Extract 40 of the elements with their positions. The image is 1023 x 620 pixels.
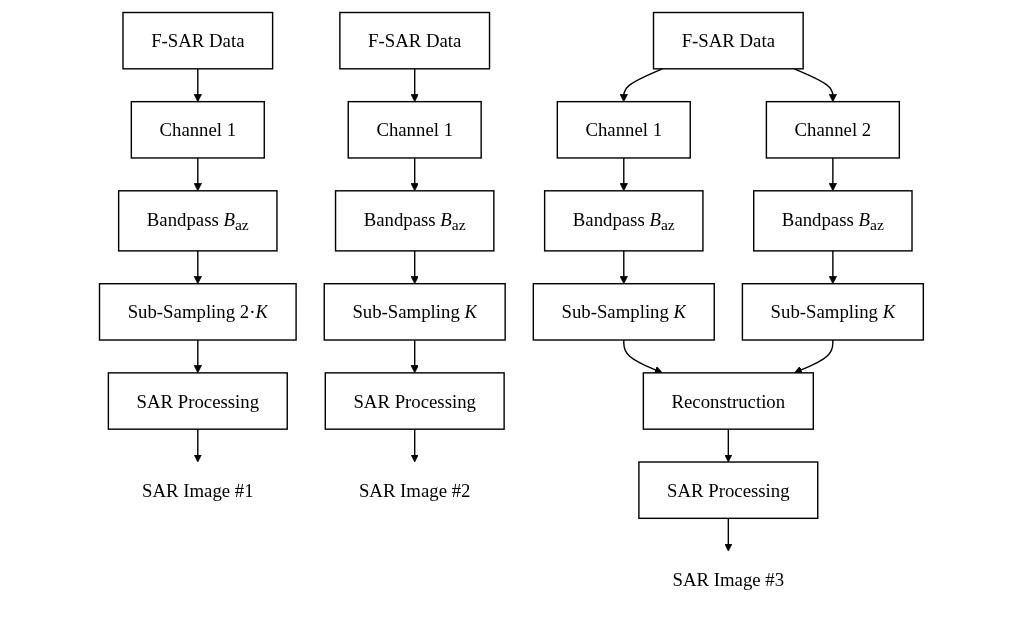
arrow xyxy=(724,517,733,552)
arrow xyxy=(193,428,202,463)
arrow xyxy=(410,428,419,463)
node-box: Channel 1 xyxy=(556,100,692,159)
arrow xyxy=(410,250,419,285)
arrow xyxy=(619,157,628,192)
node-box: Bandpass B$_{az}$ xyxy=(118,190,278,252)
node-box: SAR Processing xyxy=(107,372,288,430)
node-box: Bandpass B$_{az}$ xyxy=(334,190,495,252)
node-box: F-SAR Data xyxy=(122,11,274,70)
node-box: F-SAR Data xyxy=(652,11,804,70)
node-text: SAR Image #2 xyxy=(359,479,471,501)
arrow xyxy=(410,68,419,103)
node-text: SAR Image #3 xyxy=(672,569,785,590)
arrow xyxy=(724,428,733,463)
arrow xyxy=(193,339,202,374)
arrow xyxy=(828,157,838,192)
node-box: SAR Processing xyxy=(638,461,819,520)
arrow xyxy=(193,250,202,285)
arrow xyxy=(410,157,419,192)
node-text: SAR Image #1 xyxy=(142,479,254,501)
node-box: Bandpass B$_{az}$ xyxy=(544,190,704,252)
arrow xyxy=(193,68,202,103)
node-box: Bandpass B$_{az}$ xyxy=(753,190,913,252)
node-box: SAR Processing xyxy=(324,372,505,430)
node-box: Reconstruction xyxy=(642,372,815,430)
arrow xyxy=(410,339,419,374)
node-box: Channel 1 xyxy=(347,100,482,159)
node-box: Sub-Sampling K xyxy=(741,283,925,341)
arrow xyxy=(193,157,202,192)
arrow xyxy=(619,250,628,285)
arrow xyxy=(623,339,663,374)
node-box: Sub-Sampling 2·K xyxy=(98,283,297,341)
node-box: Sub-Sampling K xyxy=(323,283,506,341)
node-box: Channel 1 xyxy=(130,100,266,159)
node-box: Sub-Sampling K xyxy=(532,283,716,341)
node-box: F-SAR Data xyxy=(339,11,491,70)
arrow xyxy=(794,339,834,374)
node-box: Channel 2 xyxy=(765,100,901,159)
arrow xyxy=(828,250,838,285)
